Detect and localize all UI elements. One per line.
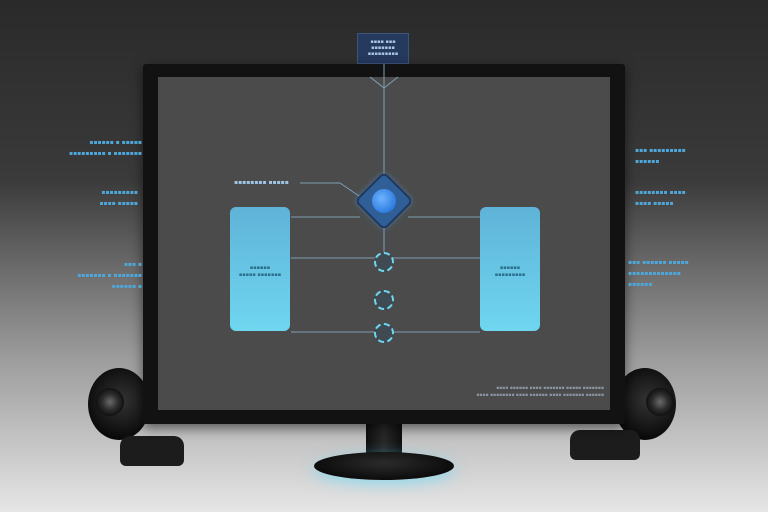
diamond-label: ▪▪▪▪▪▪▪▪ ▪▪▪▪▪ (234, 179, 289, 186)
left-label-line: ▪▪▪▪▪▪ ▪ ▪▪▪▪▪ (89, 139, 142, 146)
top-tag: ▪▪▪▪ ▪▪▪ ▪▪▪▪▪▪▪ ▪▪▪▪▪▪▪▪▪ (357, 33, 409, 64)
left-label-line: ▪▪▪▪▪▪▪▪▪ ▪ ▪▪▪▪▪▪▪ (69, 150, 142, 157)
right-label-2: ▪▪▪▪▪▪▪▪ ▪▪▪▪ ▪▪▪▪ ▪▪▪▪▪ (635, 187, 735, 209)
left-panel-line: ▪▪▪▪▪ ▪▪▪▪▪▪▪ (238, 272, 282, 278)
screen-footnote: ▪▪▪▪ ▪▪▪▪▪▪ ▪▪▪▪ ▪▪▪▪▪▪▪ ▪▪▪▪▪ ▪▪▪▪▪▪▪ ▪… (432, 385, 604, 399)
left-label-2: ▪▪▪▪▪▪▪▪▪ ▪▪▪▪ ▪▪▪▪▪ (40, 187, 138, 209)
left-label-line: ▪▪▪▪▪▪▪▪▪ (101, 189, 138, 196)
right-label-line: ▪▪▪▪▪▪▪▪▪▪▪▪▪ (628, 270, 681, 277)
right-label-3: ▪▪▪ ▪▪▪▪▪▪ ▪▪▪▪▪ ▪▪▪▪▪▪▪▪▪▪▪▪▪ ▪▪▪▪▪▪ (628, 257, 738, 290)
right-label-line: ▪▪▪▪ ▪▪▪▪▪ (635, 200, 674, 207)
top-tag-line: ▪▪▪▪▪▪▪▪▪ (367, 51, 399, 57)
right-panel-line: ▪▪▪▪▪▪▪▪▪ (494, 272, 526, 278)
right-label-line: ▪▪▪▪▪▪▪▪ ▪▪▪▪ (635, 189, 686, 196)
node-2 (374, 290, 394, 310)
node-1 (374, 252, 394, 272)
footnote-line: ▪▪▪▪ ▪▪▪▪▪▪ ▪▪▪▪ ▪▪▪▪▪▪▪ ▪▪▪▪▪ ▪▪▪▪▪▪▪ (496, 386, 604, 391)
left-label-line: ▪▪▪▪ ▪▪▪▪▪ (99, 200, 138, 207)
left-panel: ▪▪▪▪▪▪ ▪▪▪▪▪ ▪▪▪▪▪▪▪ (230, 207, 290, 331)
hub-core-icon (372, 189, 396, 213)
right-label-line: ▪▪▪▪▪▪ (635, 158, 660, 165)
connector-top-left (369, 76, 385, 89)
right-speaker-foot (570, 430, 640, 460)
node-3 (374, 323, 394, 343)
left-label-3: ▪▪▪ ▪ ▪▪▪▪▪▪▪ ▪ ▪▪▪▪▪▪▪ ▪▪▪▪▪▪ ▪ (40, 259, 142, 292)
connector-top-right (383, 76, 399, 89)
left-label-line: ▪▪▪ ▪ (123, 261, 142, 268)
right-label-line: ▪▪▪▪▪▪ (628, 281, 653, 288)
left-panel-line: ▪▪▪▪▪▪ (249, 265, 271, 271)
left-label-line: ▪▪▪▪▪▪ ▪ (111, 283, 142, 290)
top-tag-line: ▪▪▪▪▪▪▪ (371, 45, 395, 51)
right-panel: ▪▪▪▪▪▪ ▪▪▪▪▪▪▪▪▪ (480, 207, 540, 331)
monitor-base (314, 452, 454, 480)
right-label-line: ▪▪▪ ▪▪▪▪▪▪ ▪▪▪▪▪ (628, 259, 689, 266)
left-label-1: ▪▪▪▪▪▪ ▪ ▪▪▪▪▪ ▪▪▪▪▪▪▪▪▪ ▪ ▪▪▪▪▪▪▪ (40, 137, 142, 159)
left-label-line: ▪▪▪▪▪▪▪ ▪ ▪▪▪▪▪▪▪ (77, 272, 142, 279)
right-speaker-cone (646, 388, 674, 416)
right-panel-line: ▪▪▪▪▪▪ (499, 265, 521, 271)
top-tag-line: ▪▪▪▪ ▪▪▪ (370, 39, 396, 45)
left-speaker-cone (96, 388, 124, 416)
footnote-line: ▪▪▪▪ ▪▪▪▪▪▪▪▪ ▪▪▪▪ ▪▪▪▪▪▪ ▪▪▪▪ ▪▪▪▪▪▪▪ ▪… (476, 393, 604, 398)
right-label-1: ▪▪▪ ▪▪▪▪▪▪▪▪▪ ▪▪▪▪▪▪ (635, 145, 735, 167)
left-speaker-foot (120, 436, 184, 466)
right-label-line: ▪▪▪ ▪▪▪▪▪▪▪▪▪ (635, 147, 686, 154)
